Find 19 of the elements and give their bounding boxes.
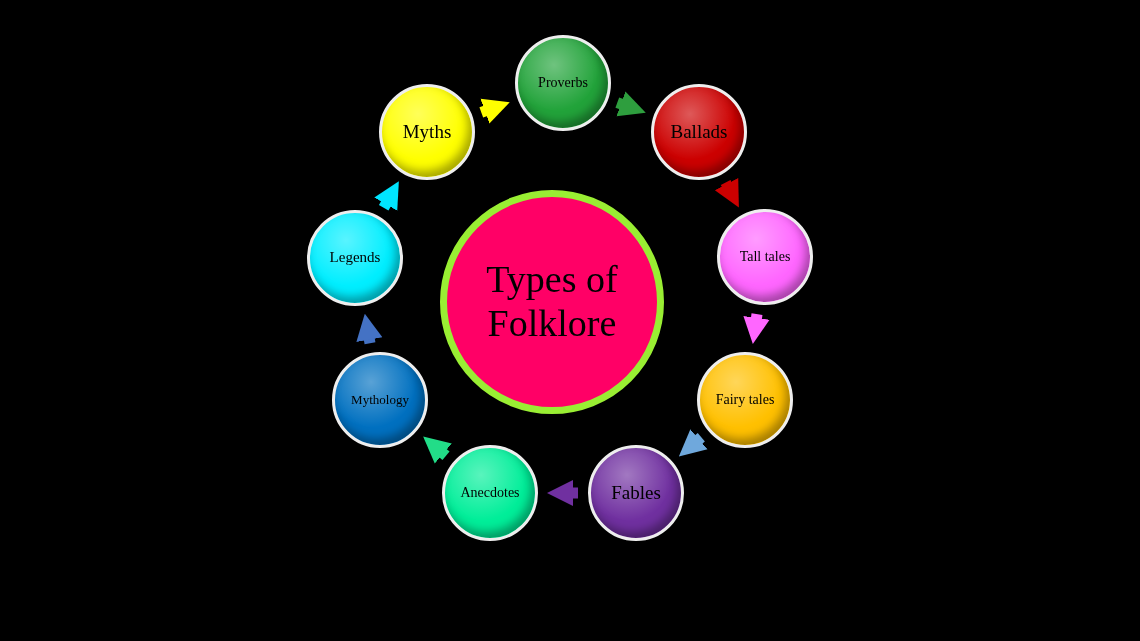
node-label: Mythology: [351, 392, 409, 408]
node-label: Tall tales: [739, 248, 791, 266]
node-label: Fables: [611, 482, 661, 504]
node-label: Anecdotes: [460, 484, 520, 502]
block-arrow: [479, 98, 510, 124]
node-label: Myths: [402, 121, 452, 143]
node-label: Legends: [329, 249, 381, 267]
node-label: Ballads: [670, 121, 728, 143]
block-arrow: [546, 479, 578, 507]
block-arrow: [356, 313, 383, 345]
block-arrow: [423, 436, 452, 464]
node-label: Proverbs: [538, 74, 588, 92]
block-arrow: [374, 181, 399, 211]
block-arrow: [678, 429, 708, 457]
block-arrow: [743, 313, 770, 344]
block-arrow: [714, 178, 739, 208]
node-label: Fairy tales: [715, 391, 775, 409]
block-arrow: [615, 91, 646, 117]
node-label: Types of Folklore: [485, 258, 619, 346]
